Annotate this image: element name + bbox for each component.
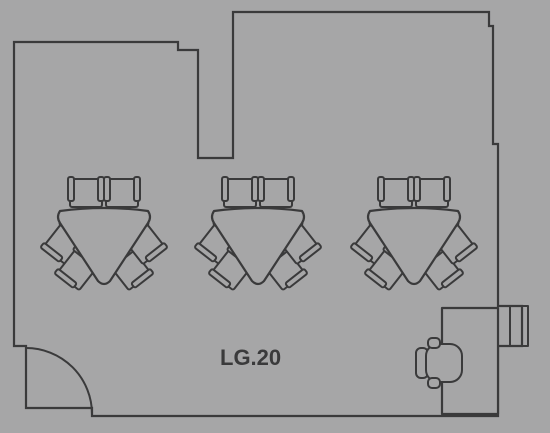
chair bbox=[67, 176, 105, 208]
door-swing-arc bbox=[25, 347, 93, 415]
triangle-table bbox=[366, 206, 462, 286]
chair bbox=[221, 176, 259, 208]
desk-chair bbox=[415, 337, 463, 389]
window-box bbox=[509, 305, 529, 347]
room-wall-outline bbox=[12, 10, 524, 418]
chair bbox=[103, 176, 141, 208]
desk bbox=[440, 306, 500, 416]
triangle-table bbox=[210, 206, 306, 286]
chair bbox=[377, 176, 415, 208]
table-cluster-right bbox=[350, 176, 478, 291]
chair bbox=[257, 176, 295, 208]
table-cluster-middle bbox=[194, 176, 322, 291]
room-label: LG.20 bbox=[220, 345, 281, 370]
triangle-table bbox=[56, 206, 152, 286]
chair bbox=[413, 176, 451, 208]
table-cluster-left bbox=[40, 176, 168, 291]
